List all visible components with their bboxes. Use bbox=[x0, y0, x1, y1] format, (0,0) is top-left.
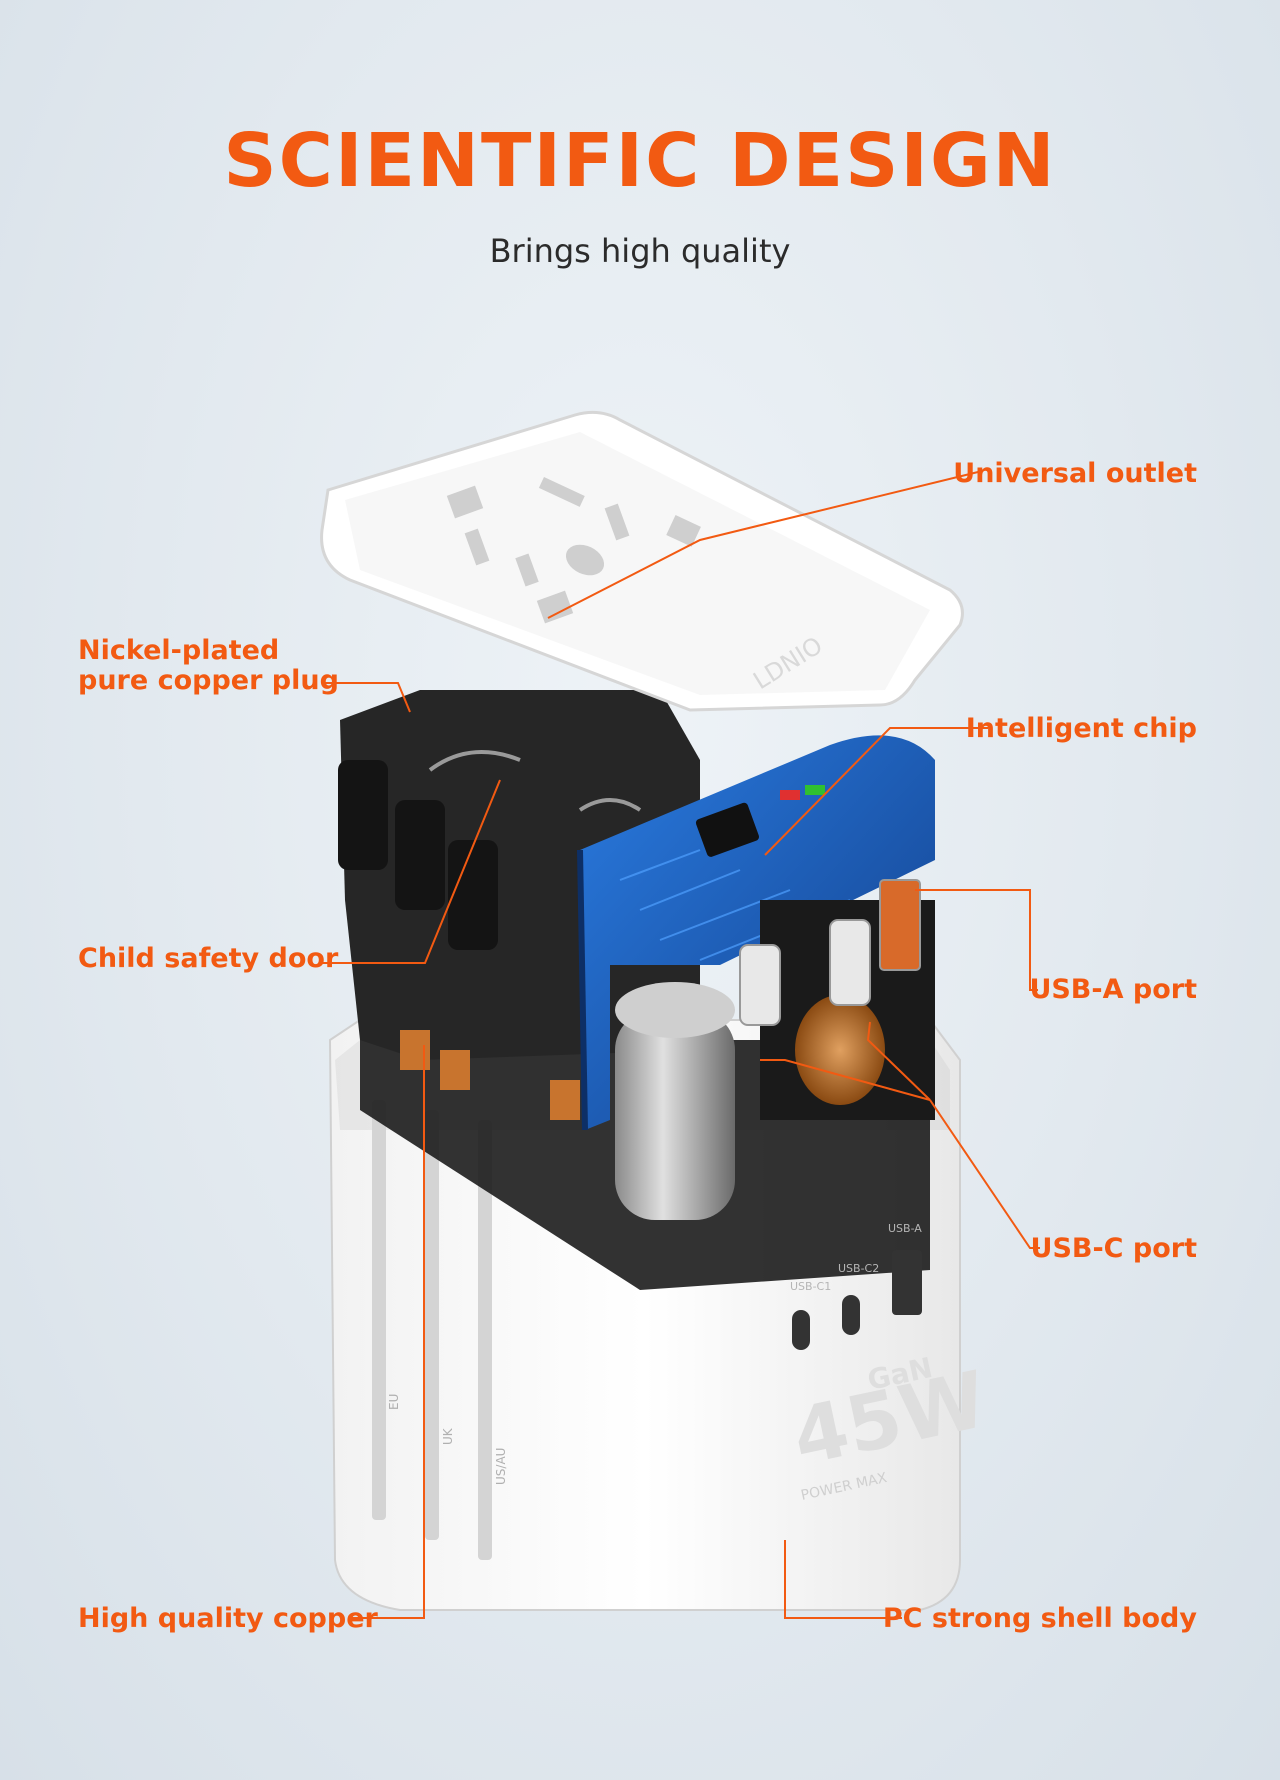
label-usb-c-port: USB-C port bbox=[1030, 1233, 1197, 1264]
coil-and-ports bbox=[739, 879, 935, 1120]
plug-label-us: US/AU bbox=[494, 1448, 508, 1485]
capacitor bbox=[615, 982, 735, 1220]
line-usb-c-2 bbox=[866, 1021, 931, 1101]
label-pc-shell-body: PC strong shell body bbox=[882, 1603, 1197, 1634]
line-usb-c bbox=[929, 1099, 1040, 1249]
line-nickel-plug bbox=[322, 682, 411, 713]
line-child-door bbox=[322, 779, 501, 964]
line-usb-c-3 bbox=[760, 1059, 931, 1101]
port-label-c1: USB-C1 bbox=[790, 1280, 831, 1293]
line-shell bbox=[784, 1540, 902, 1619]
label-child-safety-door: Child safety door bbox=[78, 943, 339, 974]
outlet-lid: LDNIO bbox=[320, 410, 964, 712]
label-high-quality-copper: High quality copper bbox=[78, 1603, 378, 1634]
port-label-a: USB-A bbox=[888, 1222, 922, 1235]
callout-lines bbox=[322, 471, 1040, 1619]
page-title: SCIENTIFIC DESIGN bbox=[223, 118, 1057, 204]
label-universal-outlet: Universal outlet bbox=[953, 458, 1197, 489]
line-usb-a bbox=[915, 889, 1038, 991]
line-copper bbox=[352, 1045, 425, 1619]
line-universal-outlet bbox=[547, 471, 979, 619]
label-nickel-plug-line1: Nickel-plated bbox=[78, 635, 280, 666]
front-ports: USB-C1 USB-C2 USB-A bbox=[790, 1222, 922, 1350]
plug-labels: EU UK US/AU bbox=[387, 1394, 508, 1485]
pcb-board bbox=[577, 735, 935, 1131]
label-nickel-plug-line2: pure copper plug bbox=[78, 665, 339, 696]
label-intelligent-chip: Intelligent chip bbox=[965, 713, 1197, 744]
plug-label-uk: UK bbox=[441, 1427, 455, 1445]
line-intelligent-chip bbox=[764, 727, 988, 856]
plug-label-eu: EU bbox=[387, 1394, 401, 1410]
page-subtitle: Brings high quality bbox=[489, 232, 791, 270]
port-label-c2: USB-C2 bbox=[838, 1262, 879, 1275]
label-usb-a-port: USB-A port bbox=[1029, 974, 1197, 1005]
